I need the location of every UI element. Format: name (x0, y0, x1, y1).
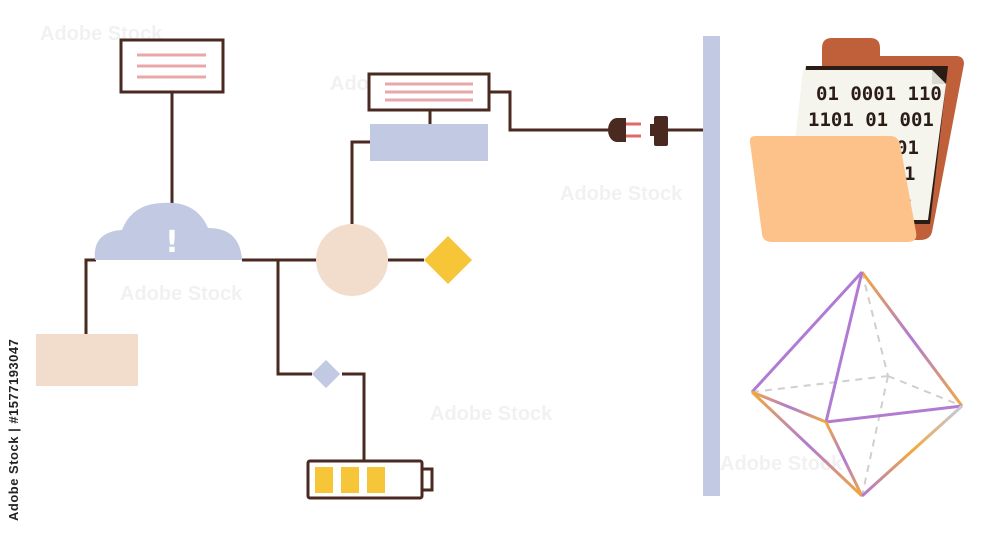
binary-line-2: 1101 01 001 (808, 109, 934, 131)
power-plug-icon (608, 118, 641, 142)
connector-cloud-to-block (84, 258, 96, 334)
socket-icon (650, 116, 668, 146)
node-circle (316, 224, 388, 296)
connector-lines (84, 90, 704, 460)
binary-line-1: 01 0001 110 (816, 83, 942, 105)
connector-circle-to-block (350, 140, 370, 224)
svg-text:Adobe Stock: Adobe Stock (720, 453, 843, 475)
connector-to-small-diamond (276, 260, 312, 376)
binary-line-4: 1 (904, 163, 915, 185)
svg-text:Adobe Stock: Adobe Stock (120, 283, 243, 305)
diamond-yellow (423, 235, 473, 285)
connector-to-plug (490, 90, 608, 132)
svg-text:Adobe Stock: Adobe Stock (430, 403, 553, 425)
note-card-middle (367, 72, 491, 112)
svg-text:Adobe Stock: Adobe Stock (560, 183, 683, 205)
divider-wall (703, 36, 720, 496)
cloud-alert-icon: ! (94, 202, 243, 260)
octahedron-icon (750, 270, 964, 498)
block-blue (370, 124, 488, 161)
note-card-top-left (119, 38, 225, 94)
block-pale-left (36, 334, 138, 386)
folder-binary-icon: 01 0001 110 1101 01 001 01 1 1 (749, 38, 964, 242)
diamond-blue-small (311, 359, 341, 389)
alert-symbol: ! (165, 225, 179, 260)
battery-icon (306, 459, 434, 500)
connector-diamond-to-battery (342, 372, 366, 460)
